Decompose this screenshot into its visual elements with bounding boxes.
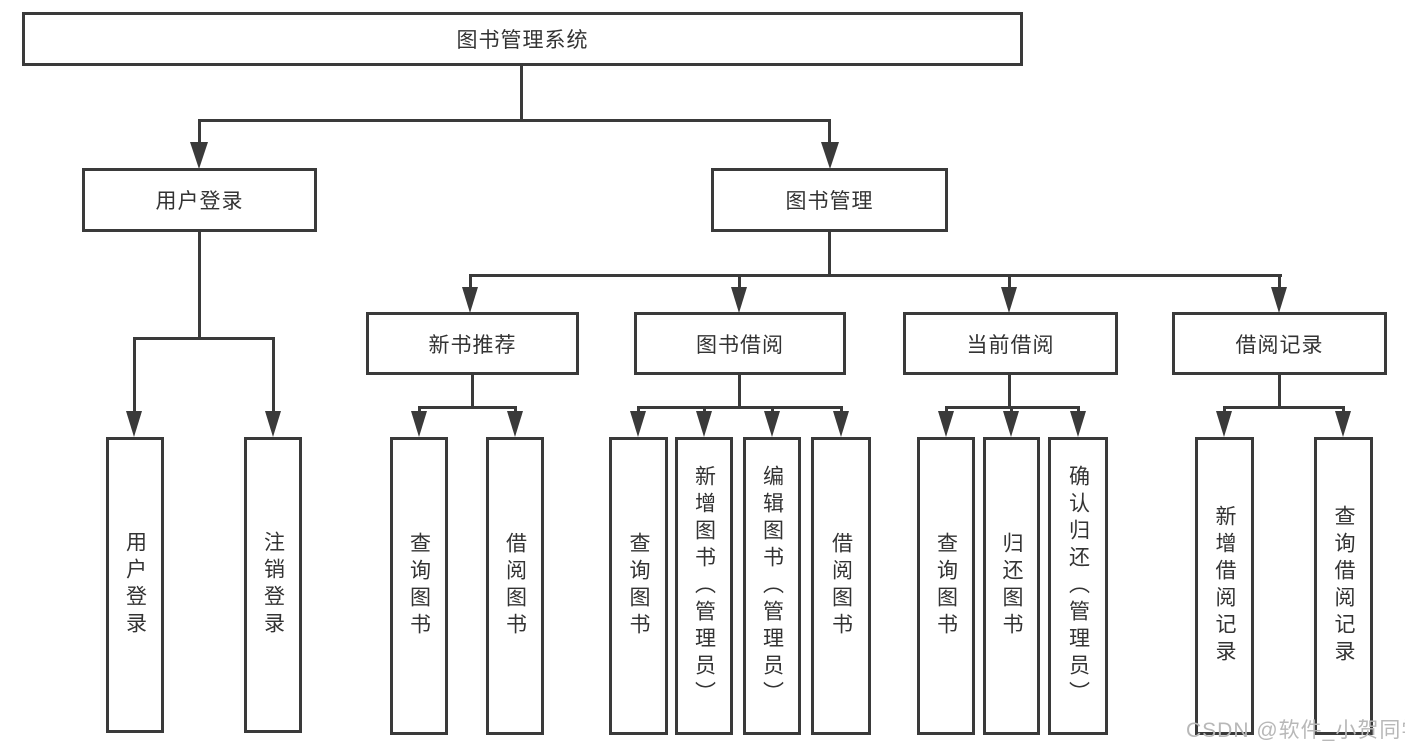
leaf-add-books-admin: 新增图书（管理员） (675, 437, 733, 735)
connector-line (1278, 274, 1281, 292)
node-label: 借阅记录 (1235, 333, 1324, 357)
node-library-management-system: 图书管理系统 (22, 12, 1023, 66)
leaf-user-login: 用户登录 (106, 437, 164, 733)
arrowhead-down (462, 287, 478, 313)
arrowhead-down (696, 411, 712, 437)
node-label: 借阅图书 (829, 532, 853, 640)
node-label: 查询借阅记录 (1332, 505, 1355, 667)
arrowhead-down (1216, 411, 1232, 437)
node-label: 查询图书 (934, 532, 958, 640)
connector-line (469, 274, 1282, 277)
arrowhead-down (630, 411, 646, 437)
node-label: 归还图书 (1000, 532, 1023, 640)
node-label: 确认归还（管理员） (1066, 464, 1090, 708)
leaf-query-books-borrowing: 查询图书 (609, 437, 668, 735)
node-label: 新增图书（管理员） (692, 464, 716, 708)
leaf-logout: 注销登录 (244, 437, 302, 733)
arrowhead-down (833, 411, 849, 437)
connector-line (828, 229, 831, 277)
node-label: 图书管理系统 (456, 29, 589, 52)
node-label: 图书借阅 (696, 333, 784, 357)
leaf-query-books-recommend: 查询图书 (390, 437, 448, 735)
leaf-add-borrow-record: 新增借阅记录 (1195, 437, 1254, 735)
leaf-query-books-current: 查询图书 (917, 437, 975, 735)
node-label: 查询图书 (627, 532, 650, 640)
node-label: 查询图书 (407, 532, 431, 640)
node-book-management: 图书管理 (711, 168, 948, 232)
connector-line (133, 337, 275, 340)
arrowhead-down (1271, 287, 1287, 313)
node-user-login: 用户登录 (82, 168, 317, 232)
connector-line (738, 274, 741, 292)
leaf-borrow-books-recommend: 借阅图书 (486, 437, 544, 735)
connector-line (418, 406, 517, 409)
node-book-borrowing: 图书借阅 (634, 312, 846, 375)
node-label: 编辑图书（管理员） (760, 464, 784, 708)
arrowhead-down (1335, 411, 1351, 437)
connector-line (738, 373, 741, 409)
node-label: 新增借阅记录 (1213, 505, 1236, 667)
connector-line (1008, 274, 1011, 292)
node-label: 用户登录 (155, 190, 244, 213)
arrowhead-down (1001, 287, 1017, 313)
connector-line (272, 337, 275, 415)
connector-line (828, 119, 831, 147)
connector-line (469, 274, 472, 292)
arrowhead-down (126, 411, 142, 437)
connector-line (198, 119, 831, 122)
connector-line (520, 64, 523, 122)
node-label: 注销登录 (261, 531, 285, 639)
arrowhead-down (1070, 411, 1086, 437)
node-borrowing-records: 借阅记录 (1172, 312, 1387, 375)
connector-line (471, 373, 474, 409)
node-label: 图书管理 (785, 190, 874, 213)
arrowhead-down (507, 411, 523, 437)
arrowhead-down (265, 411, 281, 437)
connector-line (198, 230, 201, 340)
node-label: 新书推荐 (428, 333, 517, 357)
arrowhead-down (411, 411, 427, 437)
connector-line (133, 337, 136, 415)
arrowhead-down (731, 287, 747, 313)
node-current-borrowing: 当前借阅 (903, 312, 1118, 375)
connector-line (1008, 373, 1011, 409)
node-label: 借阅图书 (503, 532, 527, 640)
leaf-return-books: 归还图书 (983, 437, 1040, 735)
connector-line (1278, 373, 1281, 409)
leaf-confirm-return-admin: 确认归还（管理员） (1048, 437, 1108, 735)
node-label: 用户登录 (123, 531, 147, 639)
connector-line (198, 119, 201, 147)
node-new-book-recommendation: 新书推荐 (366, 312, 579, 375)
arrowhead-down (821, 142, 839, 169)
connector-line (1223, 406, 1345, 409)
arrowhead-down (764, 411, 780, 437)
leaf-edit-books-admin: 编辑图书（管理员） (743, 437, 801, 735)
csdn-watermark: CSDN @软件_小贺同学 (1186, 719, 1405, 742)
leaf-borrow-books: 借阅图书 (811, 437, 871, 735)
arrowhead-down (1003, 411, 1019, 437)
arrowhead-down (938, 411, 954, 437)
leaf-query-borrow-record: 查询借阅记录 (1314, 437, 1373, 735)
node-label: 当前借阅 (966, 333, 1055, 357)
arrowhead-down (190, 142, 208, 169)
connector-line (637, 406, 843, 409)
